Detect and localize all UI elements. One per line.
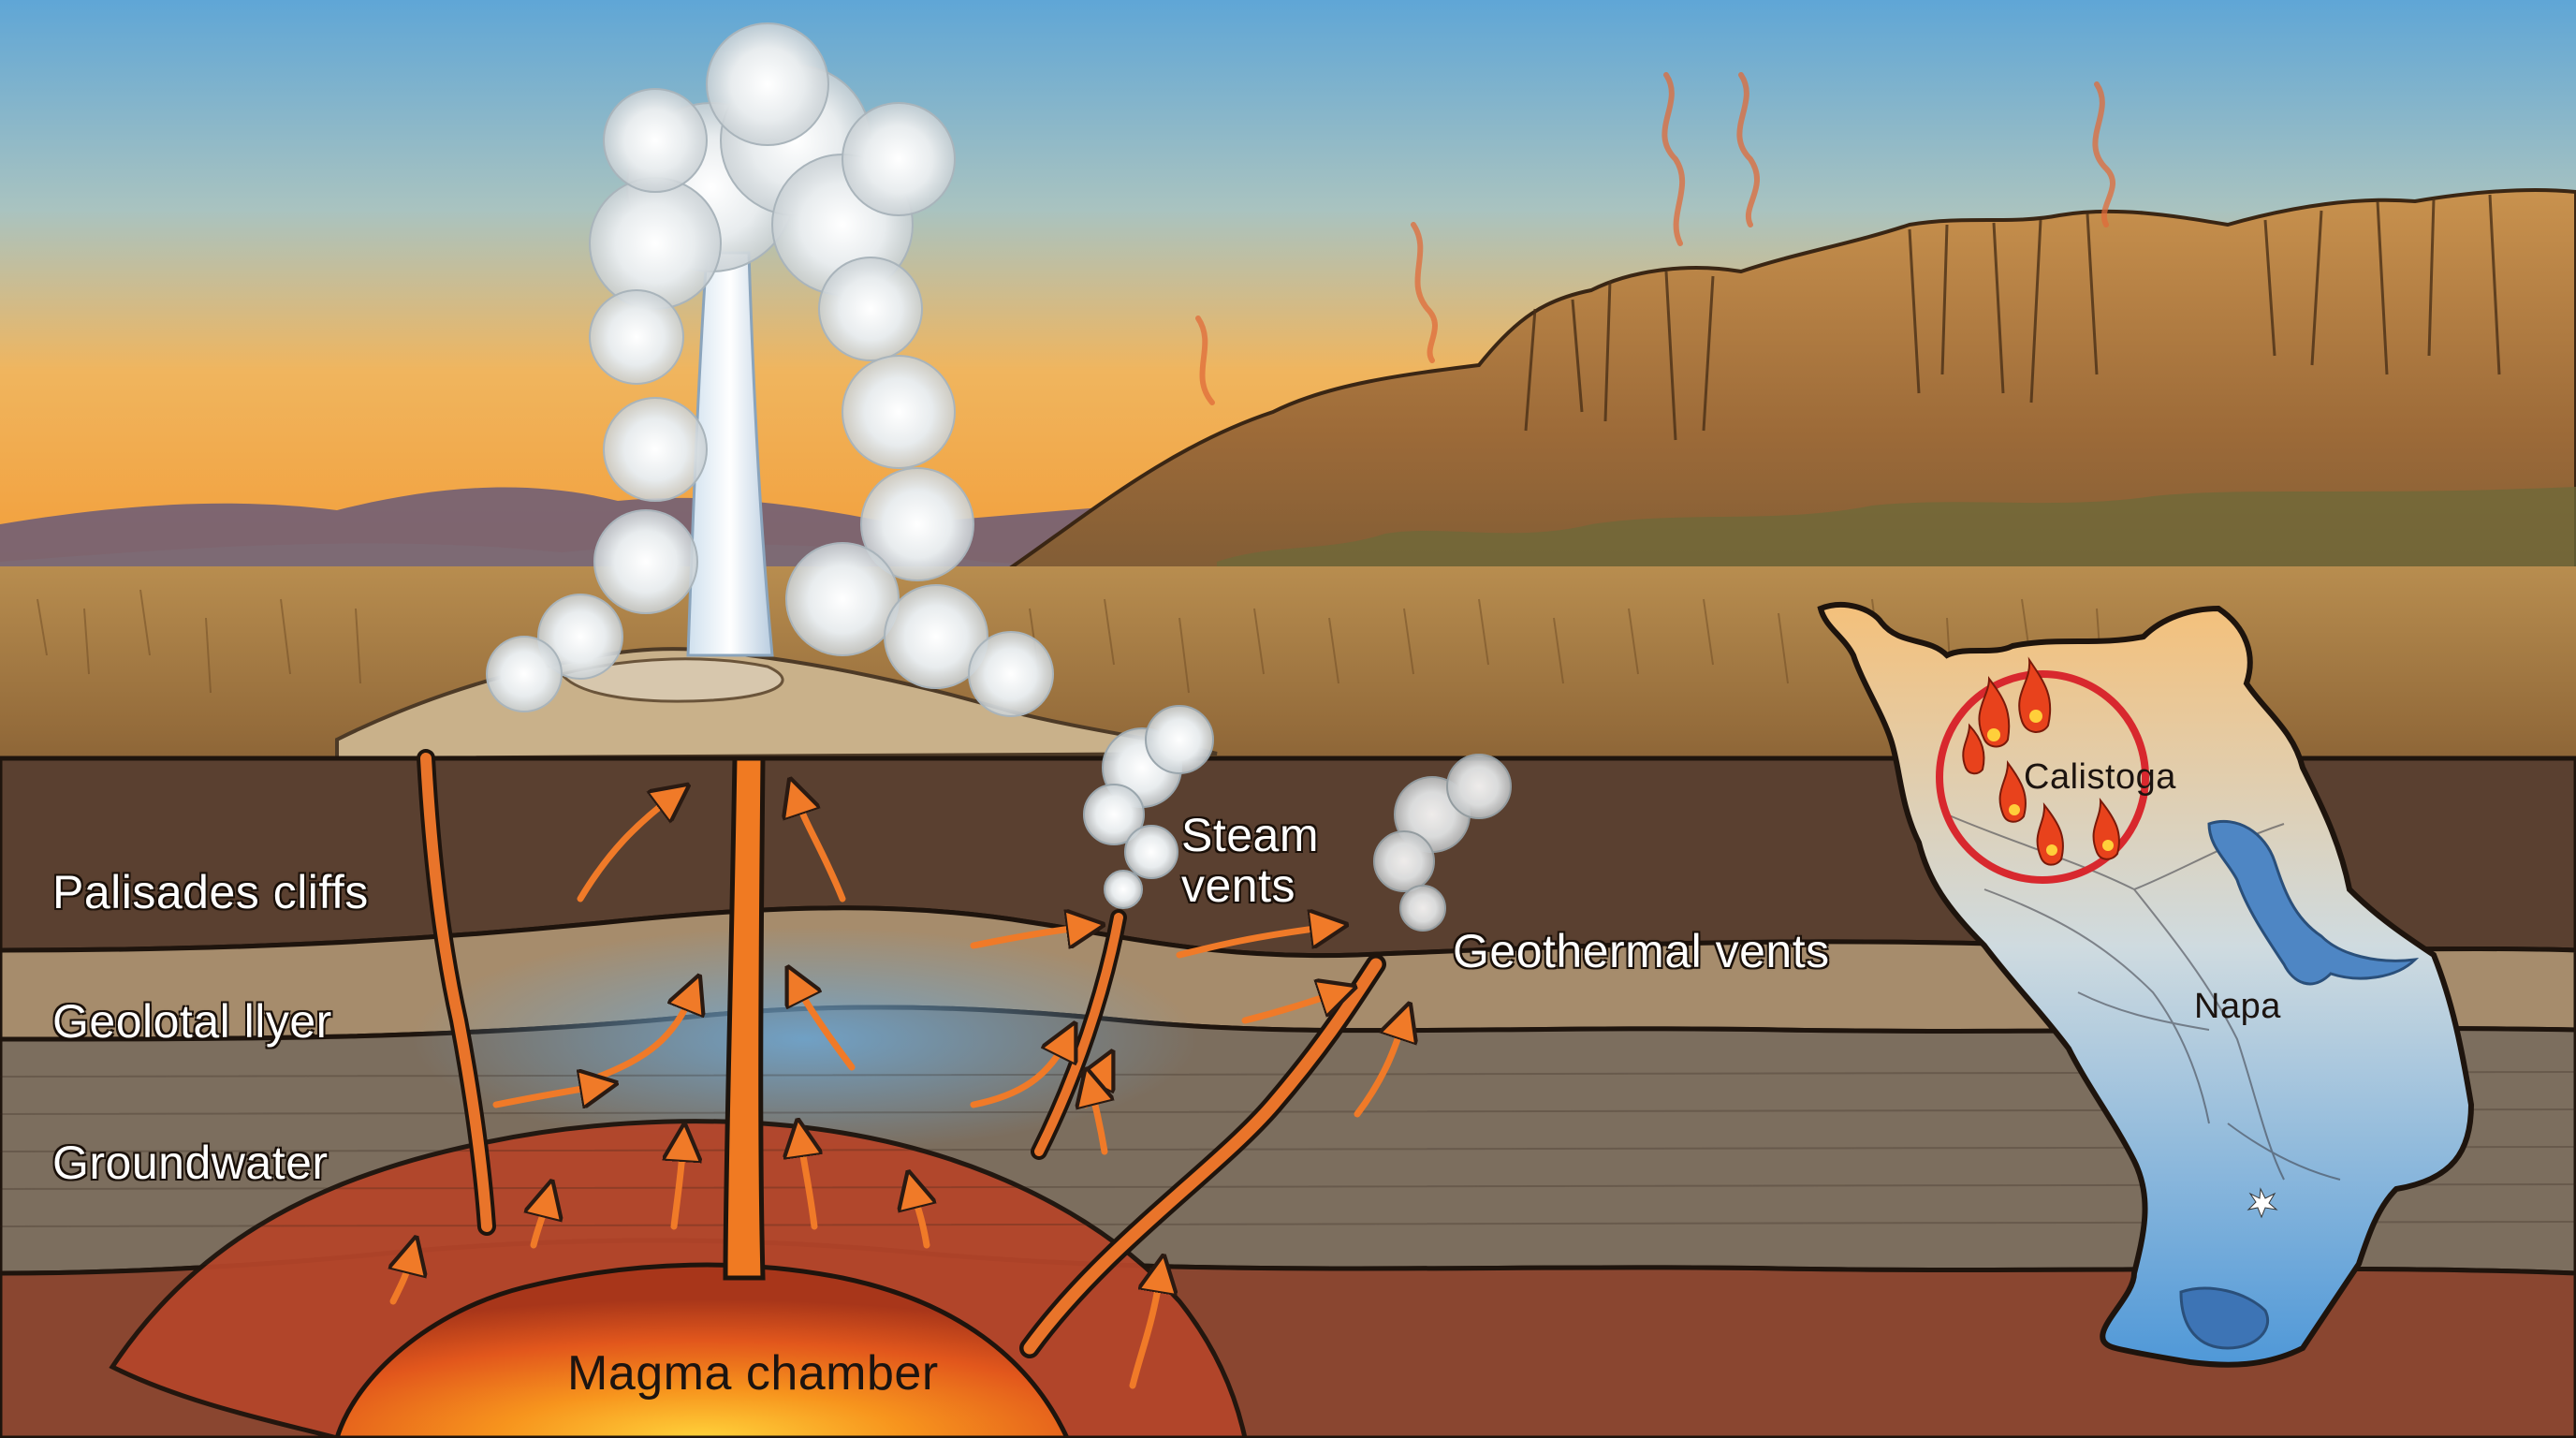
steam-vent-plume	[1083, 705, 1214, 909]
heat-shimmer	[1195, 72, 2115, 405]
map-label-calistoga: Calistoga	[2024, 757, 2176, 797]
label-groundwater: Groundwater	[52, 1137, 329, 1189]
lake-berryessa	[2207, 819, 2420, 986]
cliff-faces	[1524, 194, 2501, 441]
label-palisades-cliffs: Palisades cliffs	[52, 866, 369, 918]
left-conduit-fill	[420, 753, 492, 1232]
napa-bay-water	[2179, 1286, 2269, 1350]
label-steam-vents-line1: Steam	[1181, 809, 1320, 861]
geothermal-vent-plume	[1373, 754, 1512, 932]
heat-arrows	[393, 796, 1404, 1389]
main-conduit	[723, 756, 766, 1281]
sinter-pool	[559, 657, 784, 703]
fire-icon	[1962, 656, 2120, 866]
fire-flame-cores	[1987, 710, 2114, 856]
label-geothermal-vents: Geothermal vents	[1453, 925, 1830, 977]
map-label-napa: Napa	[2194, 987, 2281, 1026]
label-magma-chamber: Magma chamber	[567, 1346, 939, 1401]
vent-conduit-fill	[1034, 913, 1123, 1156]
town-marker-icon	[2247, 1187, 2278, 1219]
label-steam-vents-line2: vents	[1181, 859, 1296, 912]
geyser-steam-cloud	[486, 22, 1054, 717]
magma-chamber	[334, 1262, 1070, 1438]
label-steam-vents: Steam vents	[1181, 810, 1319, 911]
label-geological-layer: Geolotal llyer	[52, 995, 332, 1048]
calistoga-highlight-circle	[1936, 670, 2149, 884]
